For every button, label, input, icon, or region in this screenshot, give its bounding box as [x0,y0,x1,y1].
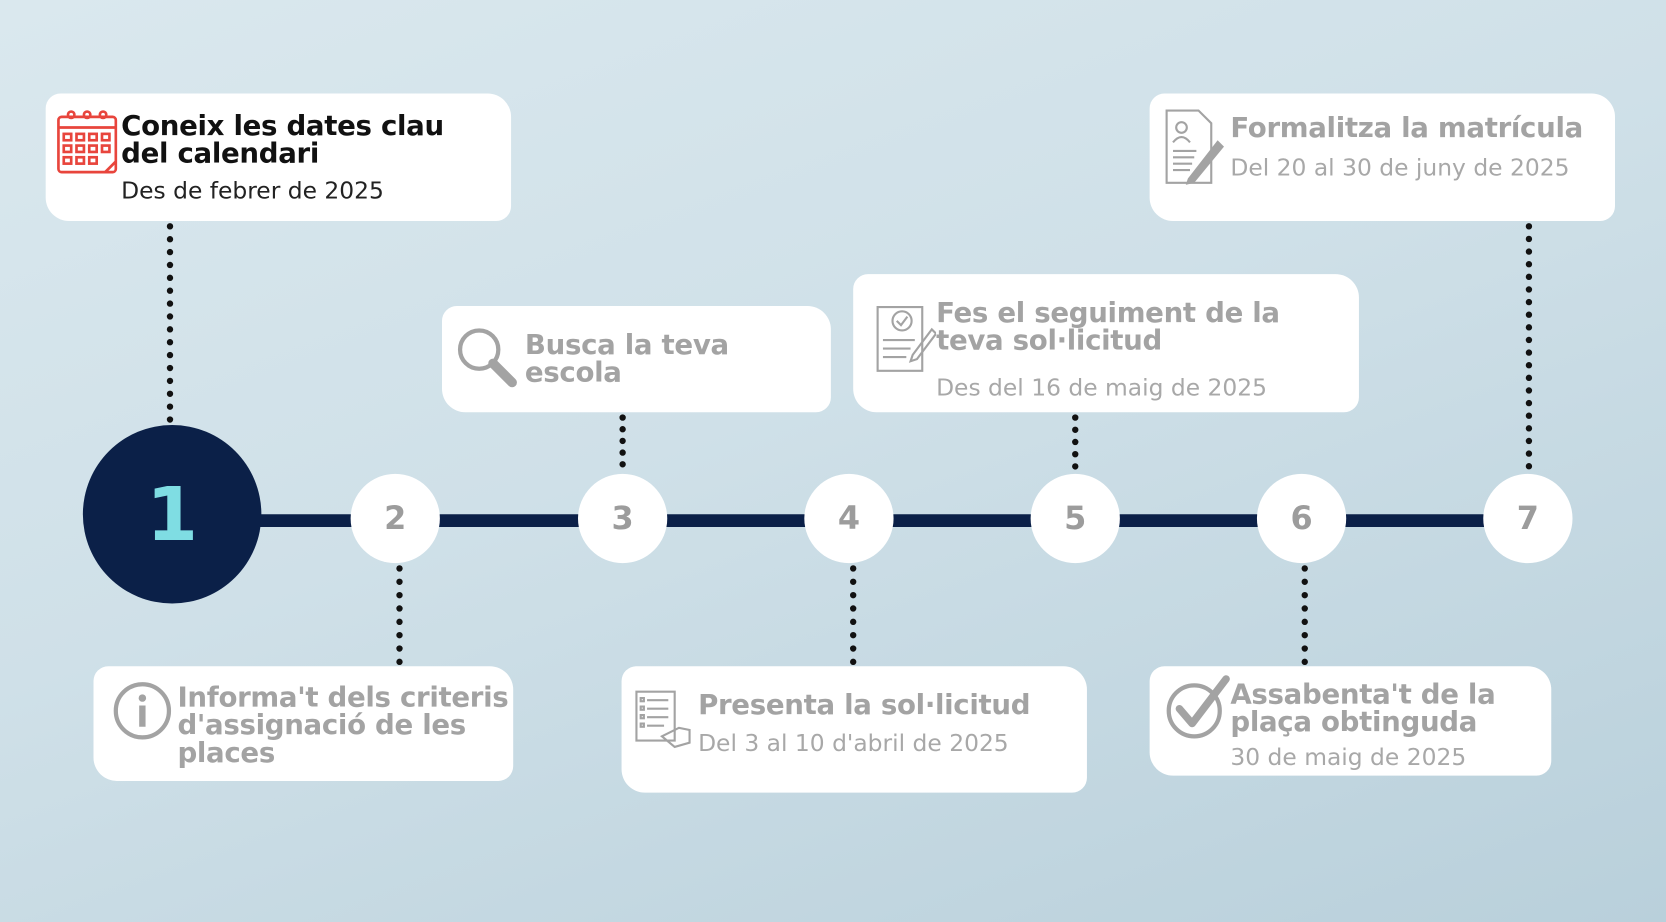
checkmark-icon [1166,675,1230,739]
step-title: Presenta la sol·licitud [698,689,1031,722]
connector-5 [1072,414,1079,470]
title-line: plaça obtinguda [1230,706,1478,739]
connector-4 [850,565,857,666]
step-node-2[interactable]: 2 [350,473,440,564]
document-check-icon [876,306,937,372]
connector-7 [1525,223,1533,470]
step-card-3[interactable]: Busca la teva escola [442,306,831,413]
connector-6 [1301,565,1308,666]
step-card-5[interactable]: Fes el seguiment de la teva sol·licitud … [853,274,1359,413]
search-icon [457,328,517,388]
step-card-1[interactable]: Coneix les dates clau del calendari Des … [45,93,512,221]
title-line: Assabenta't de la [1230,678,1496,711]
step-card-6[interactable]: Assabenta't de la plaça obtinguda 30 de … [1149,666,1552,776]
step-card-2[interactable]: Informa't dels criteris d'assignació de … [93,666,514,781]
title-line: teva sol·licitud [936,325,1162,357]
form-hand-icon [635,690,691,749]
step-title: Assabenta't de la plaça obtinguda [1230,681,1495,736]
step-card-4[interactable]: Presenta la sol·licitud Del 3 al 10 d'ab… [621,666,1087,793]
title-line: Coneix les dates clau [121,110,444,143]
calendar-icon [57,110,118,174]
step-title: Formalitza la matrícula [1230,112,1583,145]
step-title: Coneix les dates clau del calendari [121,113,444,168]
info-icon [113,682,172,740]
step-title: Busca la teva escola [524,329,729,389]
step-card-7[interactable]: Formalitza la matrícula Del 20 al 30 de … [1149,93,1615,221]
step-title: Informa't dels criteris d'assignació de … [177,684,508,767]
title-line: Fes el seguiment de la [936,297,1280,330]
title-line: d'assignació de les [177,709,466,742]
step-date: Des del 16 de maig de 2025 [936,375,1268,402]
step-date: Del 3 al 10 d'abril de 2025 [698,731,1009,758]
step-date: Des de febrer de 2025 [121,178,384,206]
step-node-4[interactable]: 4 [804,473,894,564]
title-line: del calendari [121,138,319,170]
step-title: Fes el seguiment de la teva sol·licitud [936,300,1280,355]
step-date: 30 de maig de 2025 [1230,744,1467,772]
step-node-7[interactable]: 7 [1483,473,1573,564]
step-node-6[interactable]: 6 [1256,473,1347,564]
step-date: Del 20 al 30 de juny de 2025 [1230,155,1570,182]
title-line: places [177,737,275,770]
step-node-1[interactable]: 1 [82,425,262,604]
step-node-3[interactable]: 3 [578,473,668,564]
connector-3 [619,414,626,468]
connector-1 [166,223,174,423]
step-node-5[interactable]: 5 [1030,473,1120,564]
document-edit-icon [1165,109,1224,185]
connector-2 [396,565,403,666]
title-line: Informa't dels criteris [177,682,509,714]
